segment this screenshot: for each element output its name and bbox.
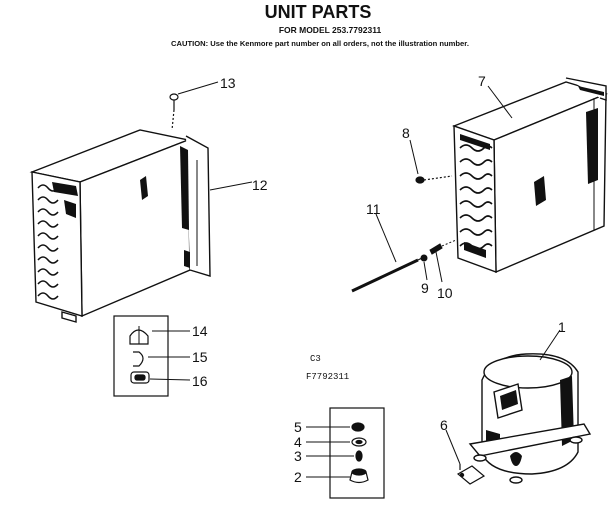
callout-4: 4 (294, 434, 302, 450)
leader-9 (423, 261, 428, 281)
callout-15: 15 (192, 349, 208, 365)
callout-1: 1 (558, 319, 566, 335)
part-15-icon (133, 351, 144, 367)
leader-13 (177, 81, 219, 95)
leader-10 (435, 251, 443, 283)
callout-13: 13 (220, 75, 236, 91)
callout-10: 10 (437, 285, 453, 301)
callout-5: 5 (294, 419, 302, 435)
bracket-clip-6-illustration (456, 464, 486, 485)
part-3-icon (355, 450, 363, 462)
callout-9: 9 (421, 280, 429, 296)
leader-1 (539, 329, 561, 361)
screw-13-illustration (169, 93, 179, 131)
callout-7: 7 (478, 73, 486, 89)
part-5-icon (351, 422, 365, 432)
screw-8-illustration (415, 175, 453, 184)
model-line: FOR MODEL 253.7792311 (279, 25, 382, 35)
leader-8 (409, 139, 419, 175)
page-title: UNIT PARTS (265, 2, 372, 22)
leader-12 (209, 181, 253, 191)
callout-8: 8 (402, 125, 410, 141)
caution-line: CAUTION: Use the Kenmore part number on … (171, 39, 469, 48)
leader-16 (149, 378, 191, 381)
compressor-illustration (468, 353, 592, 484)
diagram-code-line-1: C3 (310, 354, 321, 364)
leader-lines (148, 81, 561, 478)
callout-12: 12 (252, 177, 268, 193)
callout-6: 6 (440, 417, 448, 433)
callout-3: 3 (294, 448, 302, 464)
leader-6 (445, 429, 461, 465)
grommet-stack-panel (329, 407, 385, 499)
callout-16: 16 (192, 373, 208, 389)
callout-2: 2 (294, 469, 302, 485)
evaporator-coil-illustration (29, 129, 211, 323)
diagram-code-line-2: F7792311 (306, 372, 349, 382)
small-parts-panel (113, 315, 169, 397)
callout-11: 11 (366, 201, 381, 217)
condenser-coil-illustration (451, 77, 608, 274)
callout-14: 14 (192, 323, 208, 339)
leader-7 (487, 85, 513, 119)
leader-11 (375, 213, 397, 263)
capillary-tube-illustration (351, 239, 457, 293)
